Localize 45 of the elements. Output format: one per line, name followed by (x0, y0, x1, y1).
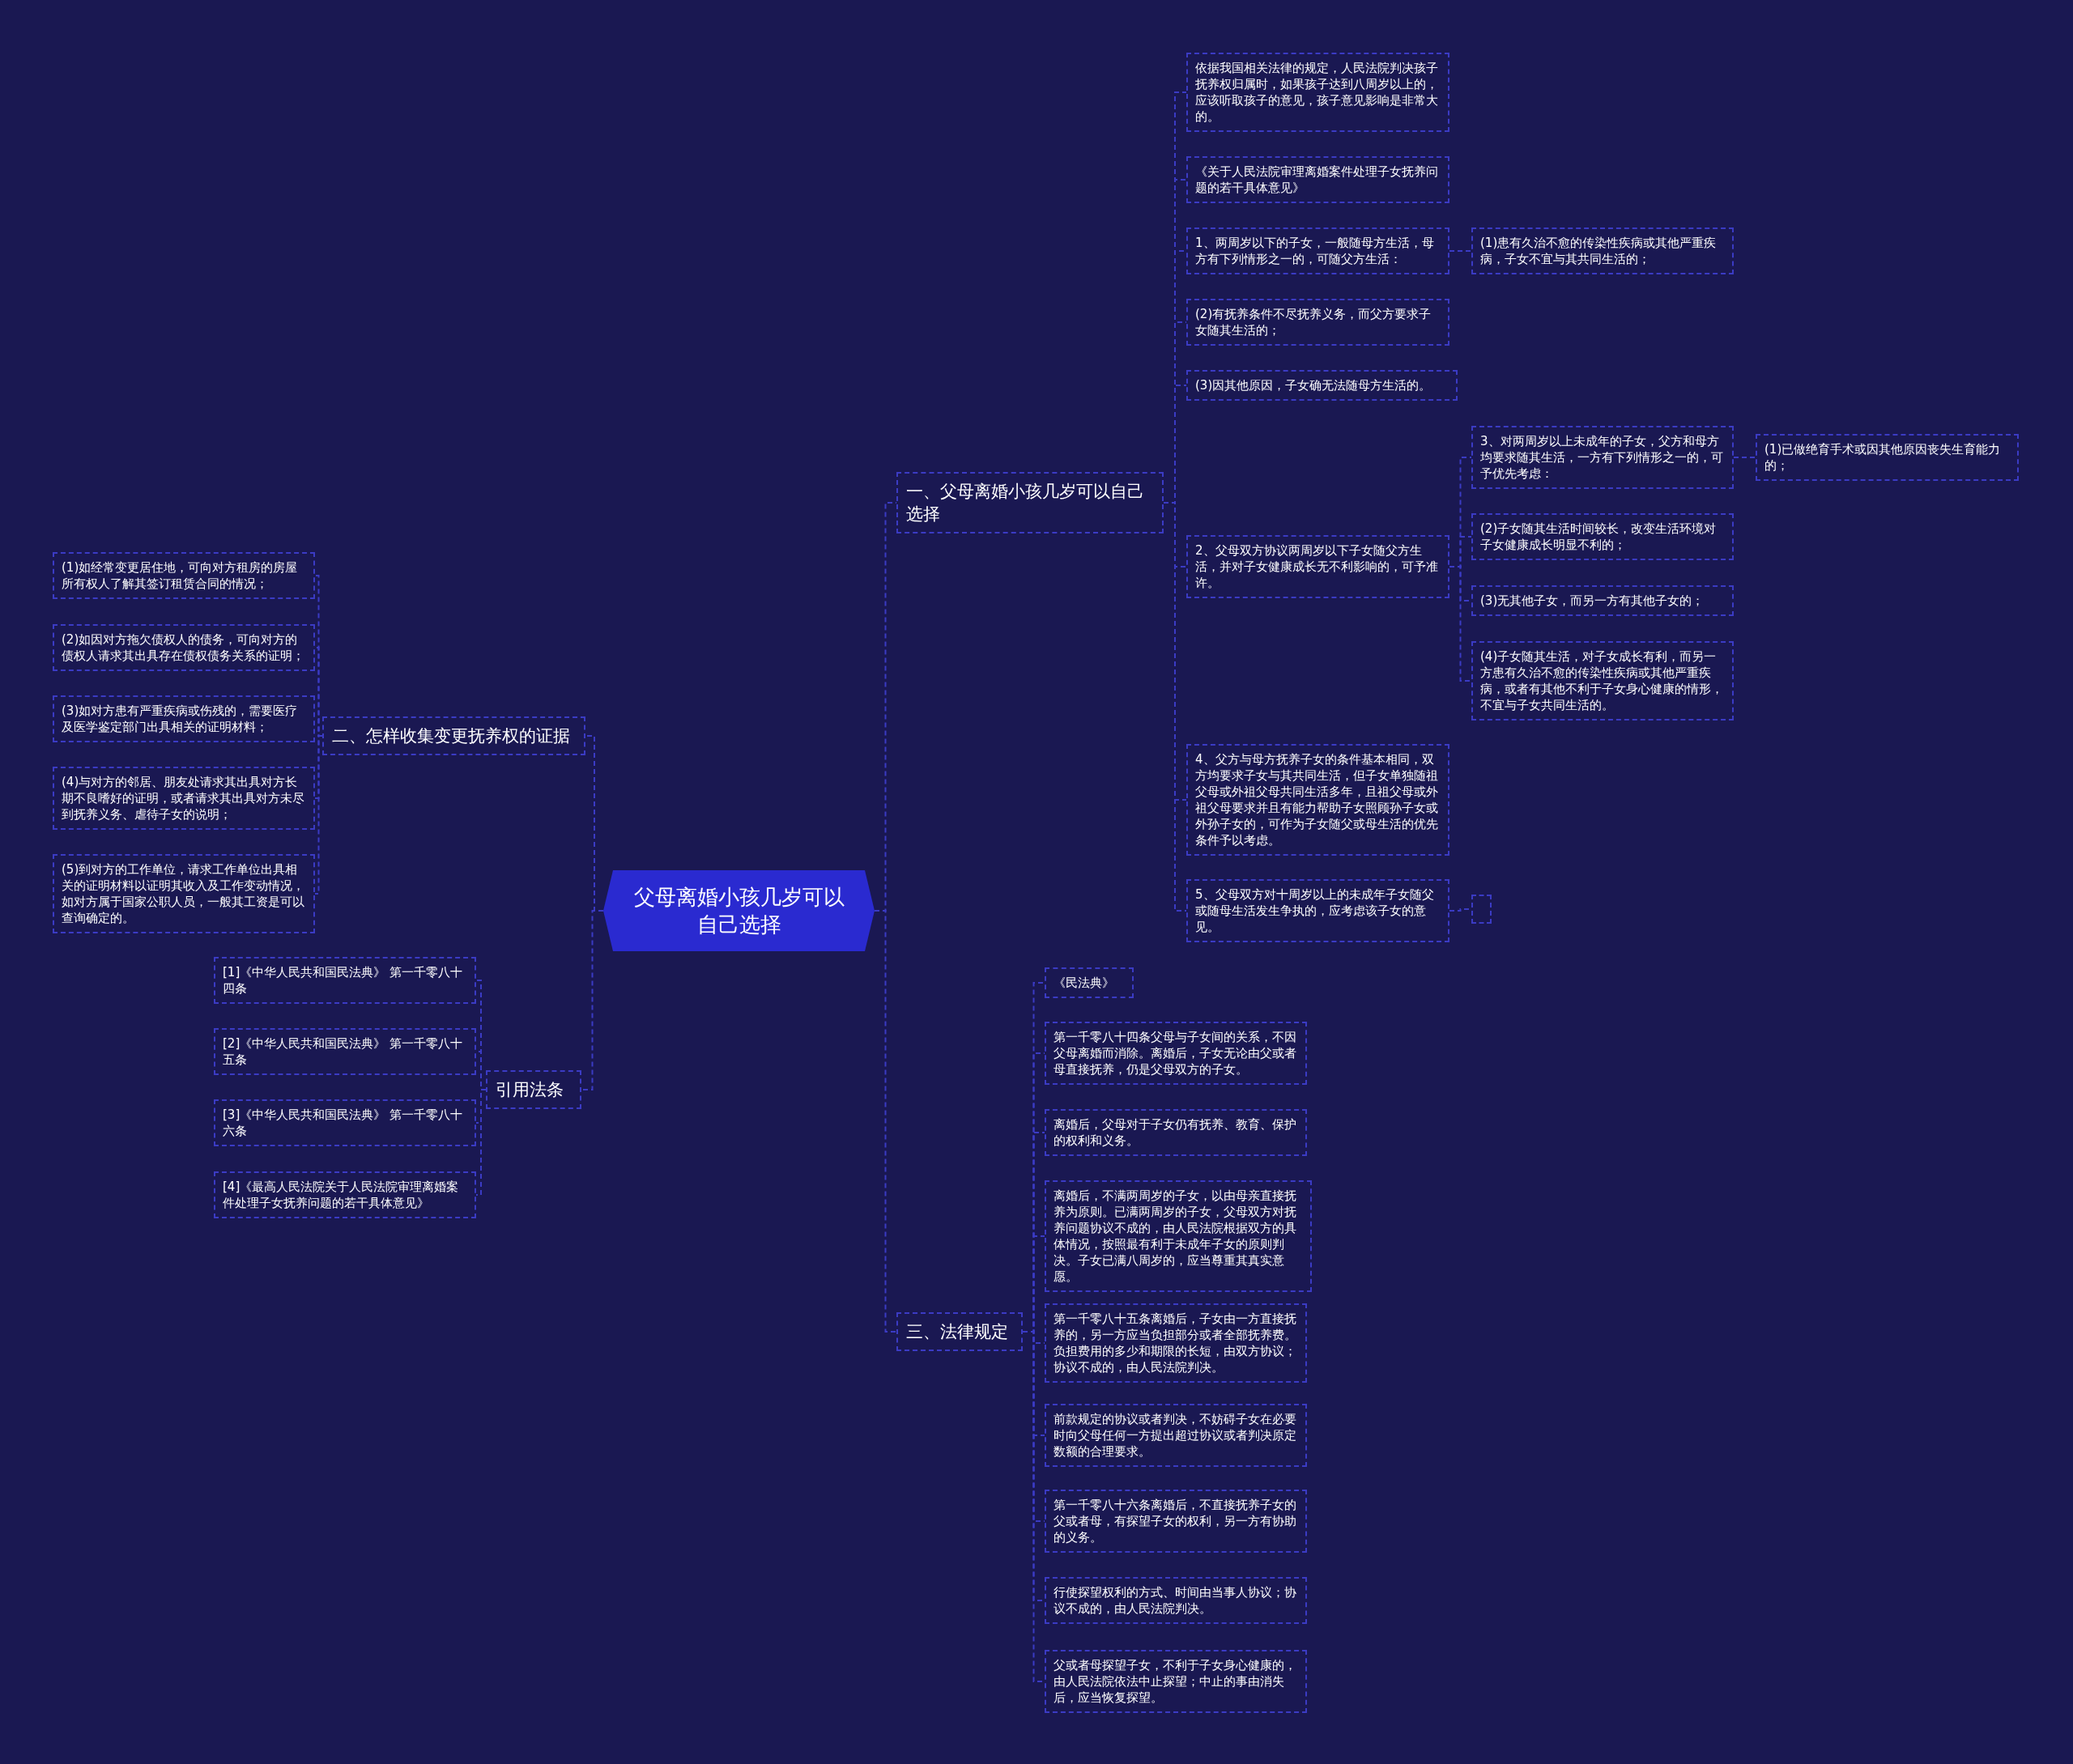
topic-box: 依据我国相关法律的规定，人民法院判决孩子抚养权归属时，如果孩子达到八周岁以上的，应该听取孩子的意见，孩子意见影响是非常大的。 (1186, 53, 1449, 132)
branch-topic-box: 三、法律规定 (896, 1312, 1023, 1351)
connector-line (1449, 250, 1472, 252)
topic-box: (2)子女随其生活时间较长，改变生活环境对子女健康成长明显不利的； (1471, 513, 1734, 560)
topic-box: 2、父母双方协议两周岁以下子女随父方生活，并对子女健康成长无不利影响的，可予准许。 (1186, 535, 1449, 598)
topic-box: [1]《中华人民共和国民法典》 第一千零八十四条 (214, 957, 476, 1004)
topic-box: 《关于人民法院审理离婚案件处理子女抚养问题的若干具体意见》 (1186, 156, 1449, 203)
branch-topic-box: 二、怎样收集变更抚养权的证据 (322, 716, 585, 755)
topic-box: (3)无其他子女，而另一方有其他子女的； (1471, 585, 1734, 616)
topic-box: 第一千零八十六条离婚后，不直接抚养子女的父或者母，有探望子女的权利，另一方有协助的义务。 (1045, 1490, 1307, 1553)
topic-box: 离婚后，不满两周岁的子女，以由母亲直接抚养为原则。已满两周岁的子女，父母双方对抚养问题协议不成的，由人民法院根据双方的具体情况，按照最有利于未成年子女的原则判决。子女已满八周岁的，应当尊重其真实意愿。 (1045, 1180, 1312, 1292)
topic-box: 离婚后，父母对于子女仍有抚养、教育、保护的权利和义务。 (1045, 1109, 1307, 1156)
topic-box: 第一千零八十四条父母与子女间的关系，不因父母离婚而消除。离婚后，子女无论由父或者母直接抚养，仍是父母双方的子女。 (1045, 1022, 1307, 1085)
topic-box: (5)到对方的工作单位，请求工作单位出具相关的证明材料以证明其收入及工作变动情况，如对方属于国家公职人员，一般其工资是可以查询确定的。 (53, 854, 315, 933)
topic-box: (3)如对方患有严重疾病或伤残的，需要医疗及医学鉴定部门出具相关的证明材料； (53, 695, 315, 742)
branch-topic-box: 引用法条 (486, 1070, 581, 1109)
topic-box: 第一千零八十五条离婚后，子女由一方直接抚养的，另一方应当负担部分或者全部抚养费。负担费用的多少和期限的长短，由双方协议；协议不成的，由人民法院判决。 (1045, 1303, 1307, 1383)
topic-box: (2)有抚养条件不尽抚养义务，而父方要求子女随其生活的； (1186, 299, 1449, 346)
topic-box: (2)如因对方拖欠债权人的债务，可向对方的债权人请求其出具存在债权债务关系的证明； (53, 624, 315, 671)
connector-line (475, 1089, 487, 1196)
topic-box: 1、两周岁以下的子女，一般随母方生活，母方有下列情形之一的，可随父方生活： (1186, 227, 1449, 274)
topic-box: [4]《最高人民法院关于人民法院审理离婚案件处理子女抚养问题的若干具体意见》 (214, 1171, 476, 1218)
topic-box: (4)与对方的邻居、朋友处请求其出具对方长期不良嗜好的证明，或者请求其出具对方未尽到抚养义务、虐待子女的说明； (53, 767, 315, 830)
topic-box: 行使探望权利的方式、时间由当事人协议；协议不成的，由人民法院判决。 (1045, 1577, 1307, 1624)
topic-box: (1)已做绝育手术或因其他原因丧失生育能力的； (1756, 434, 2019, 481)
topic-box: (1)患有久治不愈的传染性疾病或其他严重疾病，子女不宜与其共同生活的； (1471, 227, 1734, 274)
topic-box: (1)如经常变更居住地，可向对方租房的房屋所有权人了解其签订租赁合同的情况； (53, 552, 315, 599)
topic-box: 《民法典》 (1045, 967, 1134, 998)
topic-box: 5、父母双方对十周岁以上的未成年子女随父或随母生活发生争执的，应考虑该子女的意见。 (1186, 879, 1449, 942)
topic-box: 3、对两周岁以上未成年的子女，父方和母方均要求随其生活，一方有下列情形之一的，可予优先考虑： (1471, 426, 1734, 489)
branch-topic-box: 一、父母离婚小孩几岁可以自己选择 (896, 472, 1164, 533)
connector-line (314, 735, 323, 895)
topic-box: (3)因其他原因，子女确无法随母方生活的。 (1186, 370, 1458, 401)
topic-box: 父或者母探望子女，不利于子女身心健康的，由人民法院依法中止探望；中止的事由消失后，应当恢复探望。 (1045, 1650, 1307, 1713)
topic-box: 前款规定的协议或者判决，不妨碍子女在必要时向父母任何一方提出超过协议或者判决原定数额的合理要求。 (1045, 1404, 1307, 1467)
topic-box: (4)子女随其生活，对子女成长有利，而另一方患有久治不愈的传染性疾病或其他严重疾病，或者有其他不利于子女身心健康的情形，不宜与子女共同生活的。 (1471, 641, 1734, 720)
topic-box: 4、父方与母方抚养子女的条件基本相同，双方均要求子女与其共同生活，但子女单独随祖父母或外祖父母共同生活多年，且祖父母或外祖父母要求并且有能力帮助子女照顾孙子女或外孙子女的，可作为子女随父或母生活的优先条件予以考虑。 (1186, 744, 1449, 856)
central-topic: 父母离婚小孩几岁可以自己选择 (603, 870, 875, 951)
connector-line (1733, 457, 1756, 458)
empty-box (1471, 895, 1492, 924)
connector-line (581, 910, 604, 1090)
topic-box: [2]《中华人民共和国民法典》 第一千零八十五条 (214, 1028, 476, 1075)
connector-line (1449, 566, 1472, 682)
connector-line (1163, 502, 1187, 912)
topic-box: [3]《中华人民共和国民法典》 第一千零八十六条 (214, 1099, 476, 1146)
